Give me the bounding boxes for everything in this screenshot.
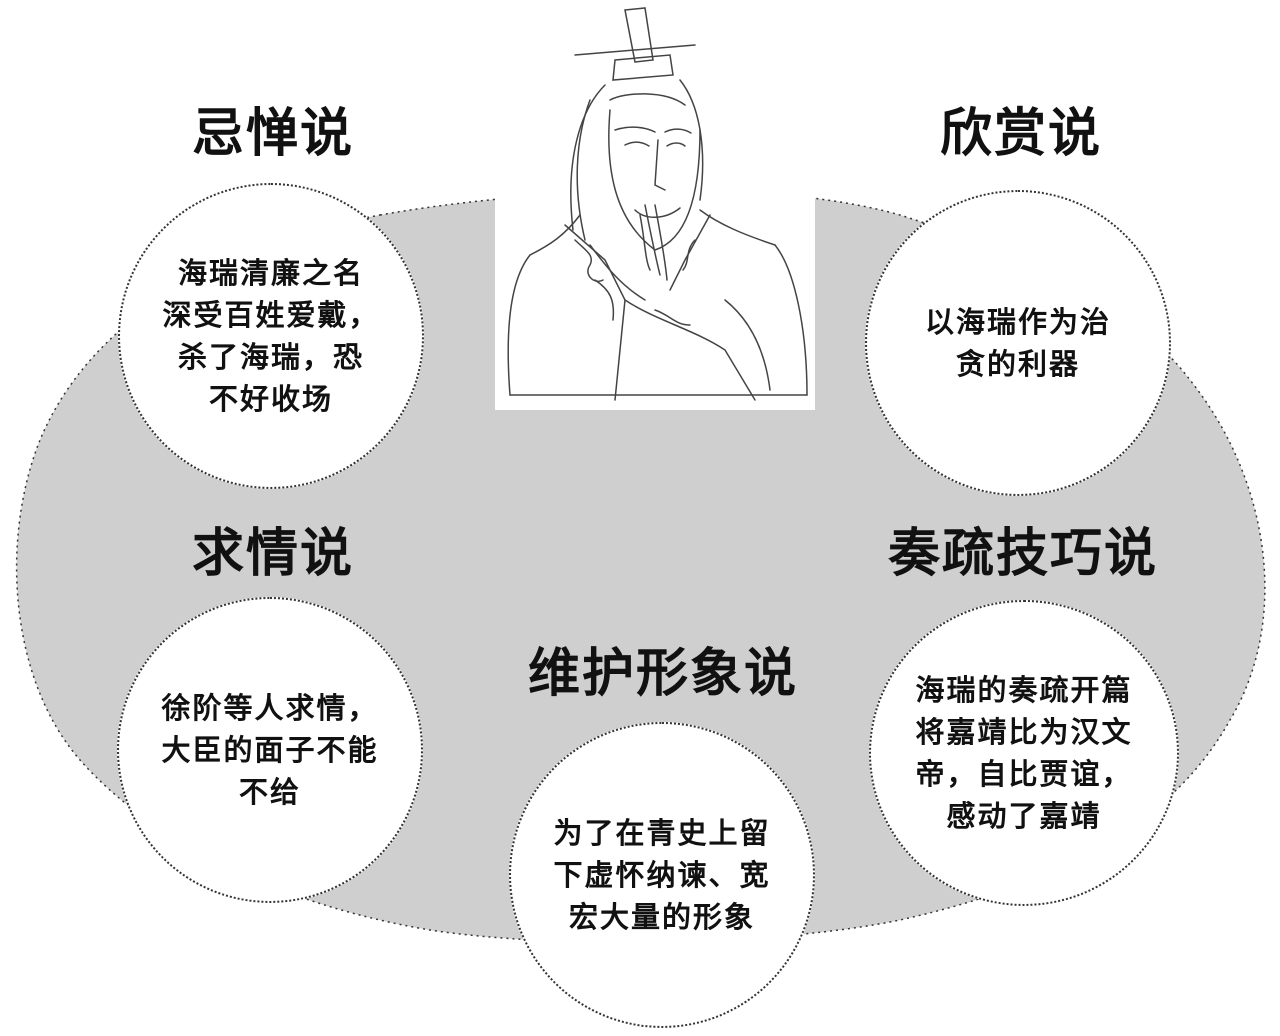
theory-circle: 为了在青史上留 下虚怀纳谏、宽 宏大量的形象 (509, 722, 815, 1028)
theory-title: 欣赏说 (940, 103, 1103, 164)
theory-circle: 以海瑞作为治 贪的利器 (865, 190, 1171, 496)
theory-description: 以海瑞作为治 贪的利器 (924, 305, 1111, 381)
theory-title: 奏疏技巧说 (888, 523, 1159, 584)
official-portrait-illustration (495, 0, 815, 410)
theory-circle: 海瑞清廉之名 深受百姓爱戴， 杀了海瑞，恐 不好收场 (118, 183, 424, 489)
theory-circle: 徐阶等人求情， 大臣的面子不能 不给 (117, 597, 423, 903)
theory-title: 维护形象说 (528, 643, 799, 704)
theory-title: 忌惮说 (192, 103, 355, 164)
theory-circle: 海瑞的奏疏开篇 将嘉靖比为汉文 帝，自比贾谊， 感动了嘉靖 (869, 600, 1179, 906)
theory-title: 求情说 (192, 523, 355, 584)
theory-description: 为了在青史上留 下虚怀纳谏、宽 宏大量的形象 (553, 816, 771, 934)
theory-description: 海瑞的奏疏开篇 将嘉靖比为汉文 帝，自比贾谊， 感动了嘉靖 (915, 673, 1133, 833)
theory-description: 徐阶等人求情， 大臣的面子不能 不给 (161, 691, 379, 809)
theory-description: 海瑞清廉之名 深受百姓爱戴， 杀了海瑞，恐 不好收场 (162, 256, 380, 416)
